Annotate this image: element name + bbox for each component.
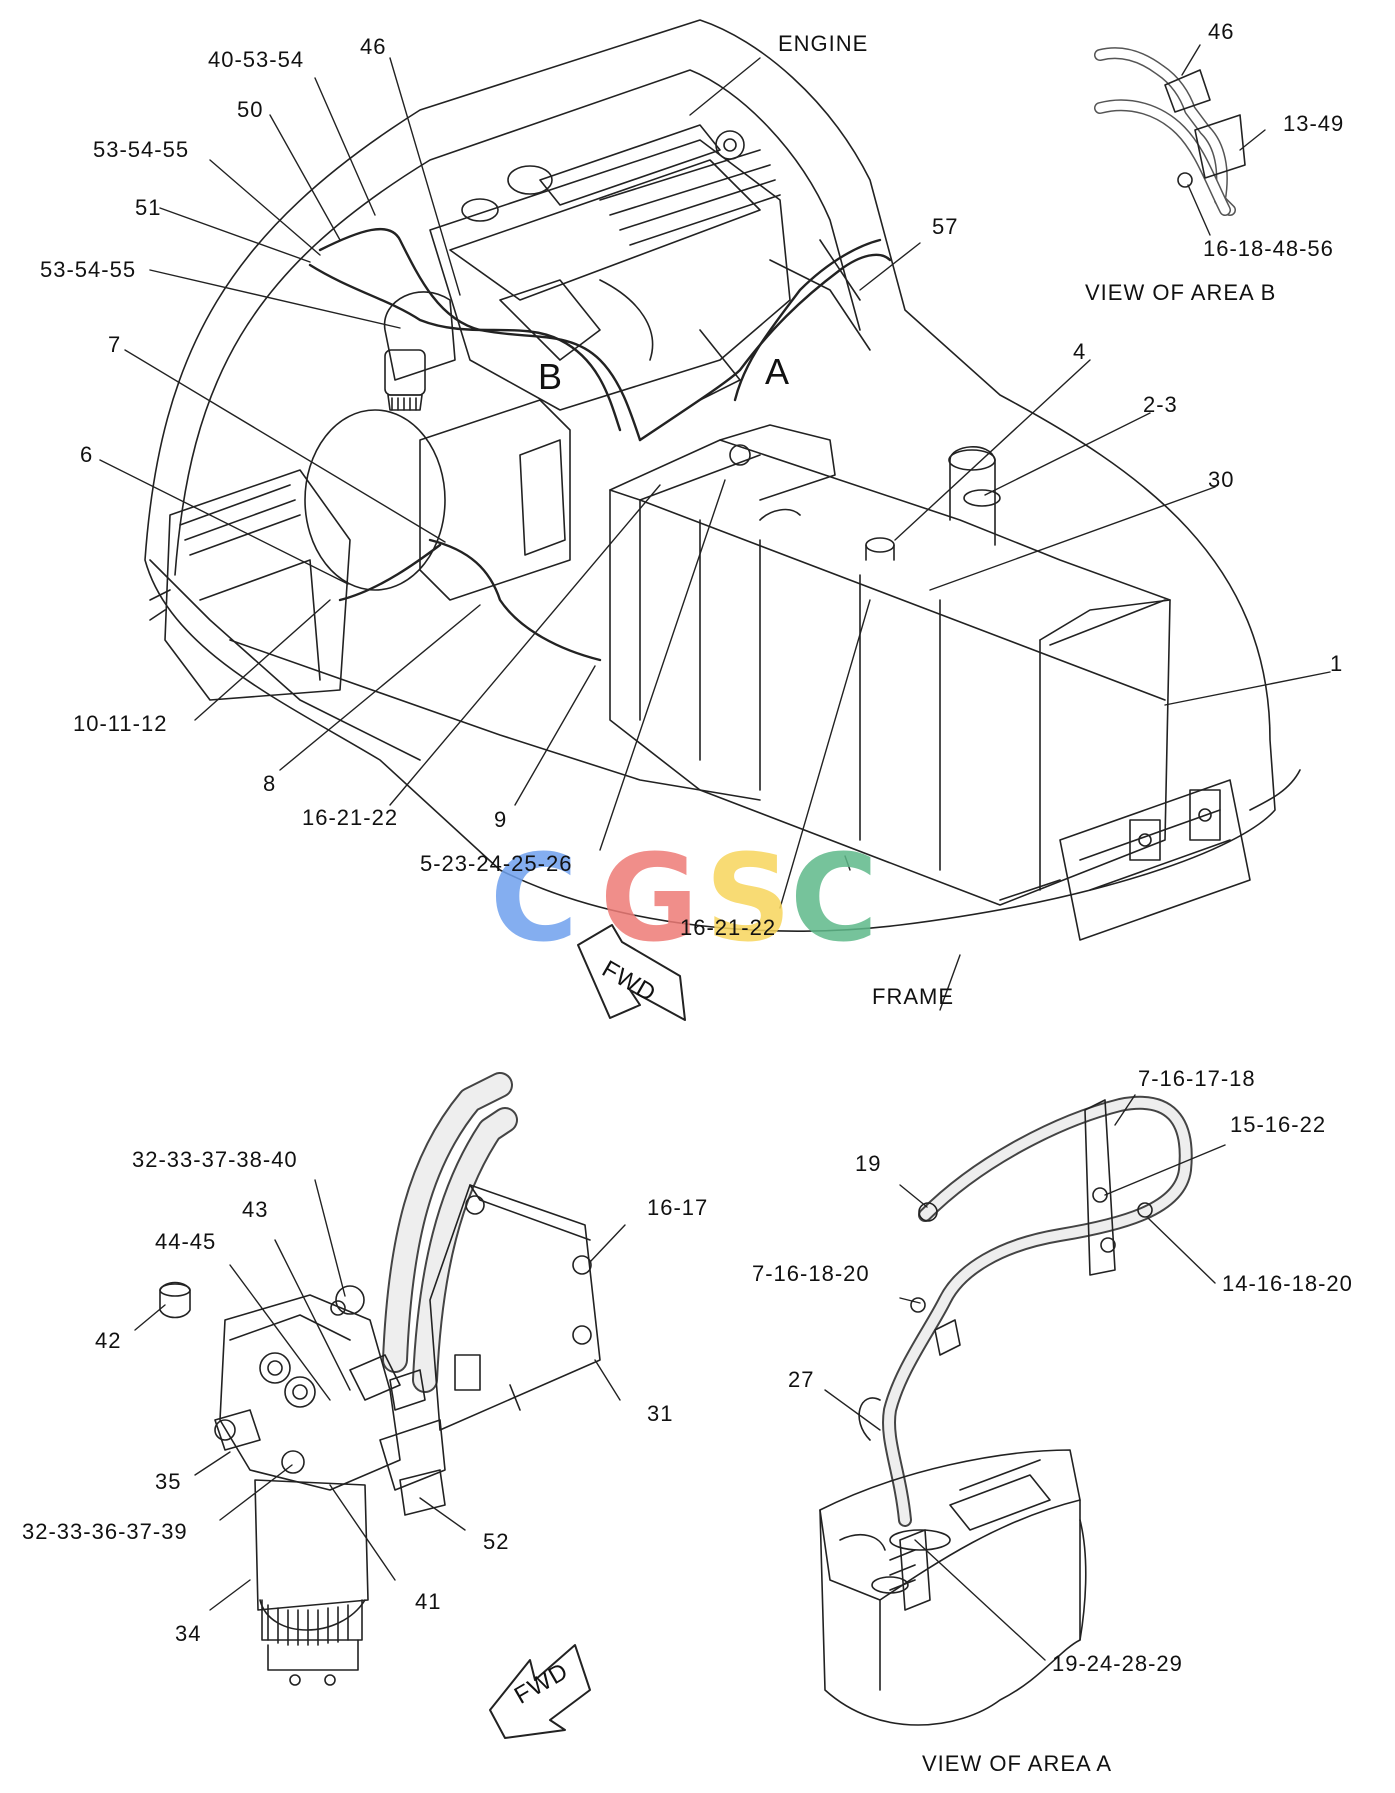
callout-9: 9 xyxy=(494,807,508,832)
fuel-tank xyxy=(609,424,1171,906)
fuel-filter-main xyxy=(383,291,456,411)
callout-31: 31 xyxy=(647,1401,674,1426)
callout-35: 35 xyxy=(155,1469,182,1494)
area-a-view xyxy=(819,1095,1193,1726)
filter-detail-view xyxy=(159,1072,601,1686)
leader-lines-main xyxy=(99,57,1331,1011)
callout-32-33-36-37-39: 32-33-36-37-39 xyxy=(22,1519,188,1544)
label-view-area-a: VIEW OF AREA A xyxy=(922,1751,1113,1776)
area-letter-b: B xyxy=(538,356,564,397)
watermark-letter-s: S xyxy=(705,830,792,969)
callout-53-54-55-b: 53-54-55 xyxy=(40,257,137,282)
engine-block xyxy=(429,124,871,411)
callout-30: 30 xyxy=(1208,467,1235,492)
enclosure-outline xyxy=(144,19,1276,932)
callout-13-49: 13-49 xyxy=(1283,111,1345,136)
callout-50: 50 xyxy=(237,97,264,122)
callout-34: 34 xyxy=(175,1621,202,1646)
enclosure-inner xyxy=(174,69,861,576)
callout-46-b: 46 xyxy=(1208,19,1235,44)
callout-16-21-22-a: 16-21-22 xyxy=(302,805,399,830)
callout-6: 6 xyxy=(80,442,94,467)
callout-19: 19 xyxy=(855,1151,882,1176)
callout-32-33-37-38-40: 32-33-37-38-40 xyxy=(132,1147,298,1172)
frame xyxy=(999,769,1301,941)
fuel-lines-main xyxy=(308,227,892,662)
label-frame: FRAME xyxy=(872,984,954,1009)
watermark-letter-g: G xyxy=(600,830,699,969)
callout-16-18-48-56: 16-18-48-56 xyxy=(1203,236,1334,261)
callout-16-21-22-b: 16-21-22 xyxy=(680,915,777,940)
callout-57: 57 xyxy=(932,214,959,239)
label-view-area-b: VIEW OF AREA B xyxy=(1085,280,1277,305)
callout-53-54-55-a: 53-54-55 xyxy=(93,137,190,162)
label-engine: ENGINE xyxy=(778,31,869,56)
callout-2-3: 2-3 xyxy=(1143,392,1178,417)
leader-lines-filter xyxy=(134,1179,626,1611)
fwd-arrow-2 xyxy=(489,1644,591,1739)
radiator-area xyxy=(149,399,571,701)
callout-51: 51 xyxy=(135,195,162,220)
callout-7-16-17-18: 7-16-17-18 xyxy=(1138,1066,1256,1091)
callout-27: 27 xyxy=(788,1367,815,1392)
callout-44-45: 44-45 xyxy=(155,1229,217,1254)
callout-10-11-12: 10-11-12 xyxy=(73,711,168,736)
callout-43: 43 xyxy=(242,1197,269,1222)
callout-15-16-22: 15-16-22 xyxy=(1230,1112,1327,1137)
leader-lines-area-a xyxy=(824,1094,1226,1661)
callout-40-53-54: 40-53-54 xyxy=(208,47,305,72)
callout-41: 41 xyxy=(415,1589,442,1614)
callout-4: 4 xyxy=(1073,339,1087,364)
watermark-letter-c1: C xyxy=(490,830,579,969)
callout-16-17: 16-17 xyxy=(647,1195,709,1220)
callout-7: 7 xyxy=(108,332,122,357)
callout-14-16-18-20: 14-16-18-20 xyxy=(1222,1271,1353,1296)
callout-19-24-28-29: 19-24-28-29 xyxy=(1052,1651,1183,1676)
callout-42: 42 xyxy=(95,1328,122,1353)
callout-1: 1 xyxy=(1330,651,1344,676)
callout-8: 8 xyxy=(263,771,277,796)
fwd-arrow-1 xyxy=(577,924,686,1021)
cgsc-watermark: C G S C xyxy=(490,840,920,960)
callout-46-top: 46 xyxy=(360,34,387,59)
callout-52: 52 xyxy=(483,1529,510,1554)
area-b-view xyxy=(1094,44,1266,236)
watermark-letter-c2: C xyxy=(790,830,879,969)
callout-5-23-24-25-26: 5-23-24-25-26 xyxy=(420,851,573,876)
callout-7-16-18-20: 7-16-18-20 xyxy=(752,1261,870,1286)
area-letter-a: A xyxy=(765,351,791,392)
